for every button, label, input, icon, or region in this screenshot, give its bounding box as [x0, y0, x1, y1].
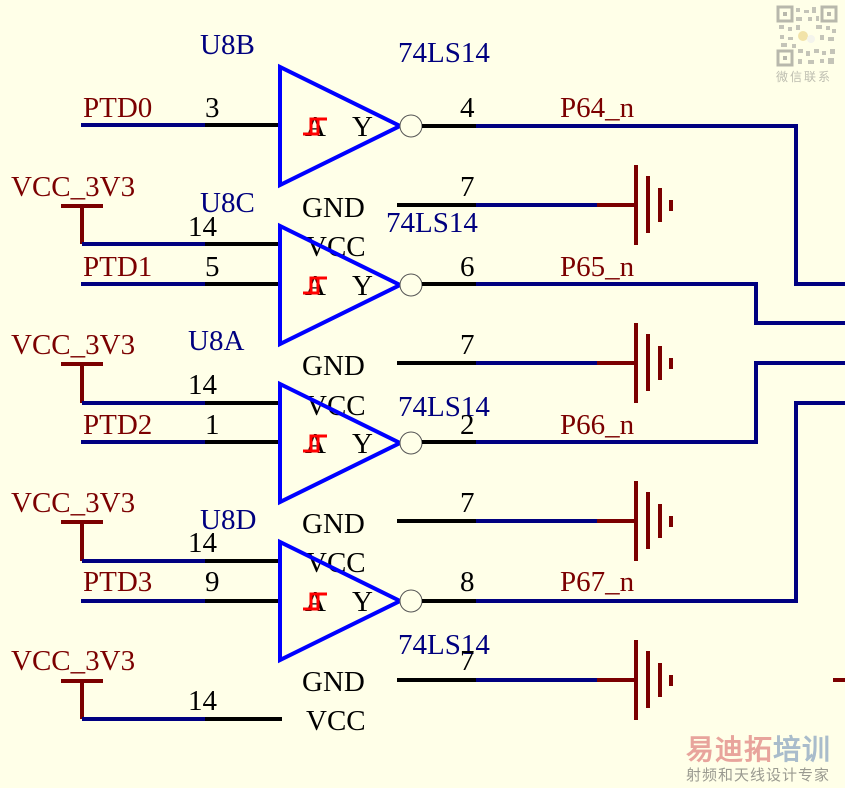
pin-number-7: 7: [460, 329, 475, 361]
net-label-vcc-3v3[interactable]: VCC_3V3: [11, 487, 135, 519]
net-label-ptd2[interactable]: PTD2: [83, 409, 152, 441]
designator-u8d: U8D: [200, 504, 256, 536]
inversion-bubble: [399, 114, 423, 138]
pin-name-y: Y: [352, 111, 373, 143]
net-label-p66-n[interactable]: P66_n: [560, 409, 635, 441]
net-label-ptd3[interactable]: PTD3: [83, 566, 152, 598]
wire-p66-n[interactable]: [476, 361, 845, 444]
inversion-bubble: [399, 273, 423, 297]
power-port-icon: [61, 362, 103, 403]
pin-name-vcc: VCC: [306, 547, 366, 579]
pin-name-y: Y: [352, 270, 373, 302]
ground-icon: [597, 323, 673, 403]
designator-u8a: U8A: [188, 325, 244, 357]
wire-p64-n[interactable]: [476, 124, 845, 286]
net-label-vcc-3v3[interactable]: VCC_3V3: [11, 171, 135, 203]
power-port-icon: [61, 204, 103, 244]
pin-name-gnd: GND: [302, 508, 365, 540]
pin-name-a: A: [305, 428, 326, 460]
ground-icon: [597, 481, 673, 561]
inverter-symbol: [278, 380, 405, 506]
schmitt-trigger-icon: [303, 434, 327, 453]
pin-number-5: 5: [205, 251, 220, 283]
wire-p67-n[interactable]: [476, 401, 845, 603]
designator-u8c: U8C: [200, 187, 255, 219]
brand-tagline: 射频和天线设计专家: [686, 766, 831, 784]
gate-u8a[interactable]: VCC_3V3 U8A 14 VCC 74LS14 PTD2 1 A Y 2 P…: [11, 325, 845, 561]
part-label-u8b: 74LS14: [398, 37, 490, 69]
pin-name-y: Y: [352, 428, 373, 460]
part-label-u8d: 74LS14: [398, 629, 490, 661]
pin-number-2: 2: [460, 409, 475, 441]
qr-code-icon: [776, 5, 838, 67]
pin-number-7: 7: [460, 487, 475, 519]
pin-name-y: Y: [352, 586, 373, 618]
pin-name-gnd: GND: [302, 192, 365, 224]
part-label-u8c: 74LS14: [386, 207, 478, 239]
ground-icon: [597, 640, 673, 720]
power-port-icon: [61, 520, 103, 561]
schmitt-trigger-icon: [303, 117, 327, 136]
ground-icon: [597, 165, 673, 245]
inverter-symbol: [278, 538, 405, 664]
net-label-vcc-3v3[interactable]: VCC_3V3: [11, 329, 135, 361]
pin-name-a: A: [305, 586, 326, 618]
part-label-u8a: 74LS14: [398, 391, 490, 423]
pin-name-vcc: VCC: [306, 705, 366, 737]
pin-number-14: 14: [188, 685, 218, 717]
pin-name-gnd: GND: [302, 666, 365, 698]
gate-u8c[interactable]: VCC_3V3 U8C 14 VCC 74LS14 PTD1 5 A Y 6 P…: [11, 171, 845, 403]
gate-u8b[interactable]: U8B 74LS14 PTD0 3 A Y 4 P64_n GND 7: [81, 29, 845, 286]
pin-number-14: 14: [188, 527, 218, 559]
pin-number-7: 7: [460, 645, 475, 677]
pin-name-vcc: VCC: [306, 231, 366, 263]
pin-number-14: 14: [188, 211, 218, 243]
pin-number-14: 14: [188, 369, 218, 401]
pin-name-vcc: VCC: [306, 390, 366, 422]
pin-name-a: A: [305, 270, 326, 302]
inversion-bubble: [399, 431, 423, 455]
net-label-p67-n[interactable]: P67_n: [560, 566, 635, 598]
pin-number-9: 9: [205, 566, 220, 598]
inverter-symbol: [278, 63, 405, 189]
gate-u8d[interactable]: VCC_3V3 U8D 14 VCC PTD3 9 A Y 8 P67_n 74…: [11, 401, 845, 720]
power-port-icon: [61, 679, 103, 719]
pin-name-a: A: [305, 111, 326, 143]
pin-number-8: 8: [460, 566, 475, 598]
pin-number-6: 6: [460, 251, 475, 283]
net-label-vcc-3v3[interactable]: VCC_3V3: [11, 645, 135, 677]
pin-number-1: 1: [205, 409, 220, 441]
inversion-bubble: [399, 589, 423, 613]
pin-name-gnd: GND: [302, 350, 365, 382]
schmitt-trigger-icon: [303, 276, 327, 295]
pin-number-3: 3: [205, 92, 220, 124]
net-label-ptd0[interactable]: PTD0: [83, 92, 152, 124]
net-label-ptd1[interactable]: PTD1: [83, 251, 152, 283]
brand-part2: 培训: [773, 733, 832, 766]
wire-p65-n[interactable]: [476, 282, 845, 325]
designator-u8b: U8B: [200, 29, 255, 61]
brand-watermark: 易迪拓培训: [686, 728, 831, 768]
power-pin-group[interactable]: VCC_3V3 14 VCC: [11, 645, 366, 737]
net-label-p64-n[interactable]: P64_n: [560, 92, 635, 124]
net-label-p65-n[interactable]: P65_n: [560, 251, 635, 283]
inverter-symbol: [278, 222, 405, 348]
schmitt-trigger-icon: [303, 592, 327, 611]
pin-number-7: 7: [460, 171, 475, 203]
qr-caption: 微信联系: [776, 70, 833, 84]
pin-number-4: 4: [460, 92, 475, 124]
brand-part1: 易迪拓: [686, 733, 774, 766]
